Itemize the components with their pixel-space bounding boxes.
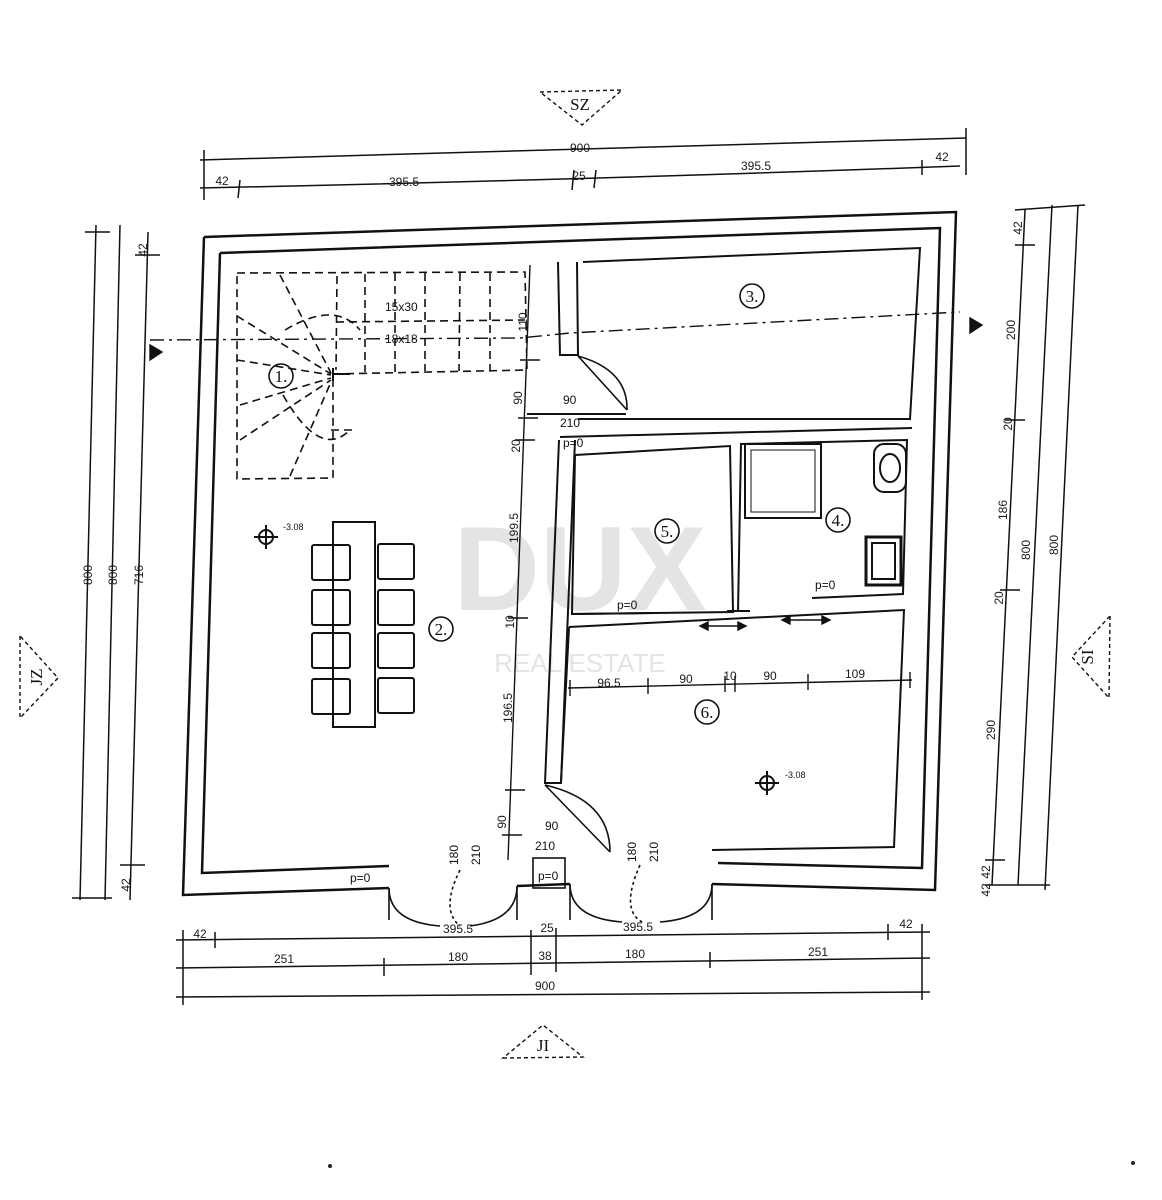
top-left-span-dim: 395.5 xyxy=(389,175,419,189)
room-6-label: 6. xyxy=(701,703,714,722)
room-labels xyxy=(268,283,851,725)
inner-door-gap-dim: 90 xyxy=(511,391,525,405)
bottom-row2-d: 180 xyxy=(625,947,645,961)
right-seg5-dim: 290 xyxy=(984,720,998,740)
inner-wall-dim: 20 xyxy=(509,439,523,453)
bottom-dimension-lines xyxy=(175,924,931,1005)
top-mid-wall-dim: 25 xyxy=(572,169,586,183)
orientation-north: SZ xyxy=(570,95,590,114)
bottom-row2-a: 251 xyxy=(274,952,294,966)
scan-dot-left xyxy=(328,1164,332,1168)
left-outer-dim: 800 xyxy=(81,565,95,585)
right-seg2-dim: 20 xyxy=(1001,417,1015,431)
left-top-wall-dim: 42 xyxy=(136,243,150,257)
door-width-1: 90 xyxy=(563,393,577,407)
right-mid-dim: 800 xyxy=(1019,540,1033,560)
entry-width-1: 180 xyxy=(447,845,461,865)
top-total-dim: 900 xyxy=(570,141,590,155)
room6-dim-a: 96.5 xyxy=(597,676,621,690)
left-bottom-wall-dim: 42 xyxy=(119,878,133,892)
inner-wall2-dim: 10 xyxy=(503,615,517,629)
left-dimension-lines xyxy=(72,224,160,901)
drain-level-2: -3.08 xyxy=(785,770,806,780)
bottom-row2-c: 38 xyxy=(538,949,552,963)
door-height-1: 210 xyxy=(560,416,580,430)
bottom-mid-wall-dim: 25 xyxy=(540,921,554,935)
drain-markers xyxy=(254,525,779,795)
inner-seg-top-dim: 110 xyxy=(516,312,530,331)
bottom-row2-e: 251 xyxy=(808,945,828,959)
top-right-span-dim: 395.5 xyxy=(741,159,771,173)
room6-dimension-line xyxy=(567,672,913,696)
inner-dimension-line xyxy=(502,264,540,861)
room-5-label: 5. xyxy=(661,522,674,541)
room6-dim-b: 90 xyxy=(679,672,693,686)
level-label-2: p=0 xyxy=(617,598,638,612)
room6-dim-d: 90 xyxy=(763,669,777,683)
stair-rise-label: 18x18 xyxy=(385,332,418,346)
door-width-2: 90 xyxy=(545,819,559,833)
entry-height-2: 210 xyxy=(647,842,661,862)
right-top-wall-dim: 42 xyxy=(1011,221,1025,235)
bottom-right-span-dim: 395.5 xyxy=(623,920,653,934)
top-right-wall-dim: 42 xyxy=(935,150,949,164)
bottom-left-wall-dim: 42 xyxy=(193,927,207,941)
right-bottom-wall-dim-2: 42 xyxy=(979,883,993,897)
interior-walls xyxy=(527,246,922,851)
right-bottom-wall-dim: 42 xyxy=(979,865,993,879)
inner-seg-low-dim: 196.5 xyxy=(501,693,515,723)
section-line xyxy=(149,311,984,362)
top-left-wall-dim: 42 xyxy=(215,174,229,188)
bottom-left-span-dim: 395.5 xyxy=(443,922,473,936)
bottom-row2-b: 180 xyxy=(448,950,468,964)
right-dimension-lines xyxy=(985,204,1086,891)
right-seg3-dim: 186 xyxy=(996,500,1010,520)
stair-arrow xyxy=(332,368,350,381)
sliding-doors xyxy=(698,614,832,632)
room-3-label: 3. xyxy=(746,287,759,306)
scan-dot-right xyxy=(1131,1161,1135,1165)
top-dimension-lines xyxy=(199,128,967,200)
room-2-label: 2. xyxy=(435,620,448,639)
right-seg4-dim: 20 xyxy=(992,591,1006,605)
orientation-south: JI xyxy=(537,1036,550,1055)
stair-step-label: 15x30 xyxy=(385,300,418,314)
room6-dim-e: 109 xyxy=(845,667,865,681)
bottom-total-dim: 900 xyxy=(535,979,555,993)
room6-dim-c: 10 xyxy=(723,669,737,683)
orientation-markers xyxy=(19,89,1111,1059)
orientation-west: JZ xyxy=(27,669,46,686)
dining-table xyxy=(311,521,415,728)
left-inner-dim: 716 xyxy=(132,565,146,585)
orientation-east: SI xyxy=(1078,649,1097,664)
entry-height-1: 210 xyxy=(469,845,483,865)
room-4-label: 4. xyxy=(832,511,845,530)
bath-fixtures xyxy=(744,443,907,587)
doors xyxy=(388,355,713,927)
right-seg1-dim: 200 xyxy=(1004,320,1018,340)
room-1-label: 1. xyxy=(275,367,288,386)
inner-door-gap2-dim: 90 xyxy=(495,815,509,829)
level-label-3: p=0 xyxy=(815,578,836,592)
level-label-5: p=0 xyxy=(538,869,559,883)
watermark-sub: REAL ESTATE xyxy=(494,648,665,678)
level-label-1: p=0 xyxy=(563,436,584,450)
right-outer-dim: 800 xyxy=(1047,535,1061,555)
staircase xyxy=(236,271,528,480)
bottom-right-wall-dim: 42 xyxy=(899,917,913,931)
outer-walls xyxy=(181,210,958,897)
left-mid-dim: 800 xyxy=(106,565,120,585)
level-label-4: p=0 xyxy=(350,871,371,885)
entry-width-2: 180 xyxy=(625,842,639,862)
door-height-2: 210 xyxy=(535,839,555,853)
inner-seg-mid-dim: 199.5 xyxy=(507,513,521,543)
drain-level-1: -3.08 xyxy=(283,522,304,532)
